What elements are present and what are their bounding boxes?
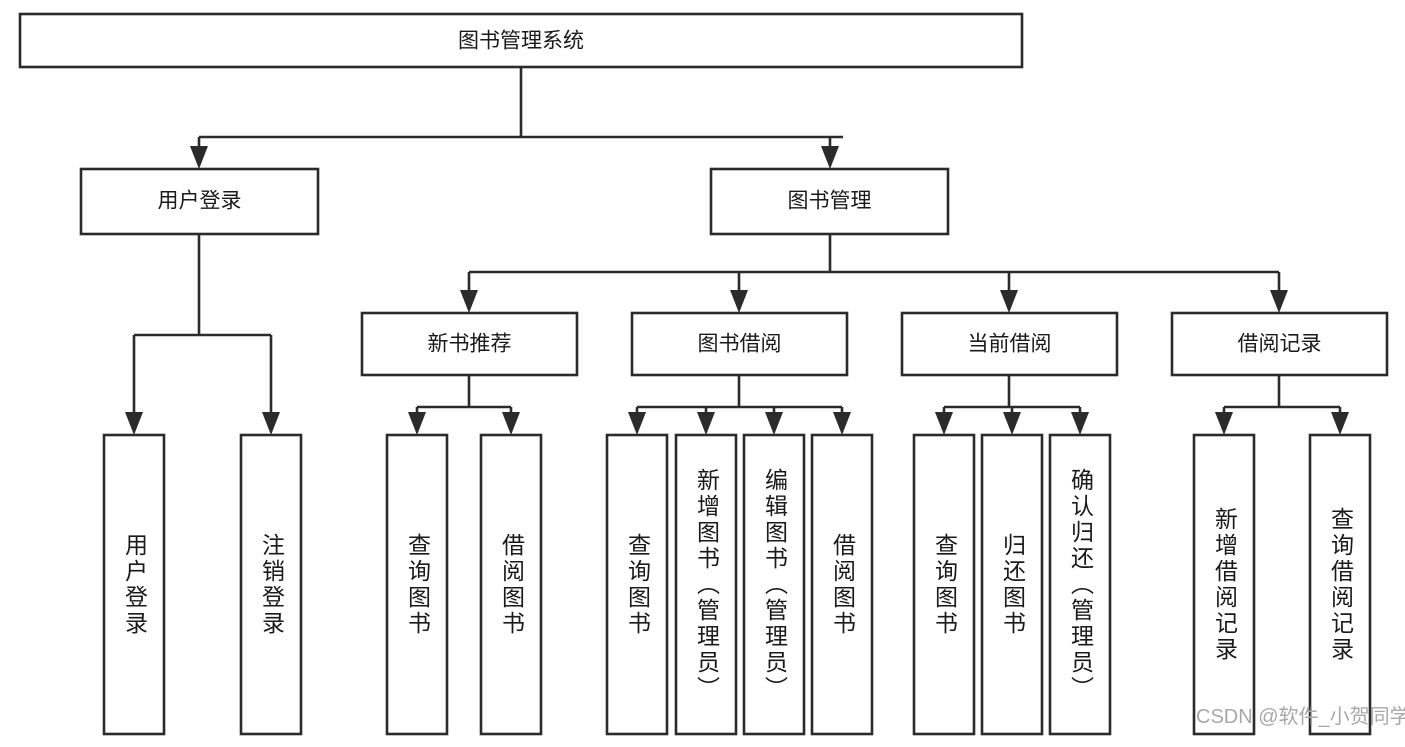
node-layer: 图书管理系统 用户登录 图书管理 新书推荐 图书借阅 当前借阅 借阅记录	[18, 12, 1389, 736]
arrow-to-new-book-recommend	[460, 290, 478, 313]
node-leaf-user-login-box[interactable]	[102, 433, 166, 736]
edge-book-borrow-trunk	[635, 375, 844, 418]
node-new-book-recommend-label: 新书推荐	[428, 333, 512, 356]
node-leaf-borrow-book-2-box[interactable]	[810, 433, 874, 736]
arrow-to-leaf-query-book-1	[408, 412, 426, 435]
node-new-book-recommend-box[interactable]	[360, 311, 579, 377]
node-root-label: 图书管理系统	[458, 30, 584, 53]
node-book-management-box[interactable]	[709, 167, 950, 236]
arrow-to-leaf-confirm-return	[1071, 412, 1089, 435]
node-leaf-confirm-return-box[interactable]	[1048, 433, 1112, 736]
node-leaf-query-book-1-box[interactable]	[385, 433, 449, 736]
node-current-borrow-label: 当前借阅	[968, 333, 1052, 356]
arrow-to-book-borrow	[730, 290, 748, 313]
arrow-to-current-borrow	[1000, 290, 1018, 313]
node-borrow-record-box[interactable]	[1170, 311, 1389, 377]
arrow-to-leaf-add-book	[697, 412, 715, 435]
edge-book-management-trunk	[467, 234, 1281, 296]
arrow-to-leaf-user-login	[125, 412, 143, 435]
arrow-to-leaf-borrow-book-1	[502, 412, 520, 435]
node-user-login-box[interactable]	[79, 167, 320, 236]
edge-current-borrow-trunk	[942, 375, 1082, 418]
csdn-watermark: CSDN @软件_小贺同学	[1196, 706, 1405, 728]
node-leaf-add-record-box[interactable]	[1192, 433, 1256, 736]
arrow-to-leaf-query-book-2	[628, 412, 646, 435]
arrow-to-leaf-edit-book	[765, 412, 783, 435]
node-leaf-query-book-3-box[interactable]	[912, 433, 976, 736]
node-leaf-borrow-book-1-box[interactable]	[479, 433, 543, 736]
edge-borrow-record-trunk	[1222, 375, 1342, 418]
arrow-to-leaf-add-record	[1215, 412, 1233, 435]
node-leaf-edit-book-box[interactable]	[742, 433, 806, 736]
edge-layer	[125, 67, 1349, 435]
node-leaf-add-book-box[interactable]	[674, 433, 738, 736]
node-root-box[interactable]	[18, 12, 1024, 69]
node-leaf-user-logout-box[interactable]	[239, 433, 303, 736]
arrow-to-leaf-return-book	[1003, 412, 1021, 435]
edge-user-login-trunk	[132, 234, 273, 418]
arrow-to-book-management	[821, 146, 839, 169]
arrow-to-leaf-query-book-3	[935, 412, 953, 435]
node-book-borrow-label: 图书借阅	[698, 333, 782, 356]
arrow-to-user-login	[190, 146, 208, 169]
node-borrow-record-label: 借阅记录	[1238, 333, 1322, 356]
arrow-to-leaf-query-record	[1331, 412, 1349, 435]
edge-root-trunk	[197, 67, 843, 152]
node-book-management-label: 图书管理	[788, 190, 872, 213]
node-leaf-return-book-box[interactable]	[980, 433, 1044, 736]
arrow-to-borrow-record	[1270, 290, 1288, 313]
arrow-to-leaf-borrow-book-2	[833, 412, 851, 435]
node-current-borrow-box[interactable]	[900, 311, 1119, 377]
edge-new-book-recommend-trunk	[415, 375, 513, 418]
node-leaf-query-book-2-box[interactable]	[605, 433, 669, 736]
node-leaf-query-record-box[interactable]	[1308, 433, 1372, 736]
node-book-borrow-box[interactable]	[630, 311, 849, 377]
node-user-login-label: 用户登录	[158, 190, 242, 213]
arrow-to-leaf-user-logout	[262, 412, 280, 435]
